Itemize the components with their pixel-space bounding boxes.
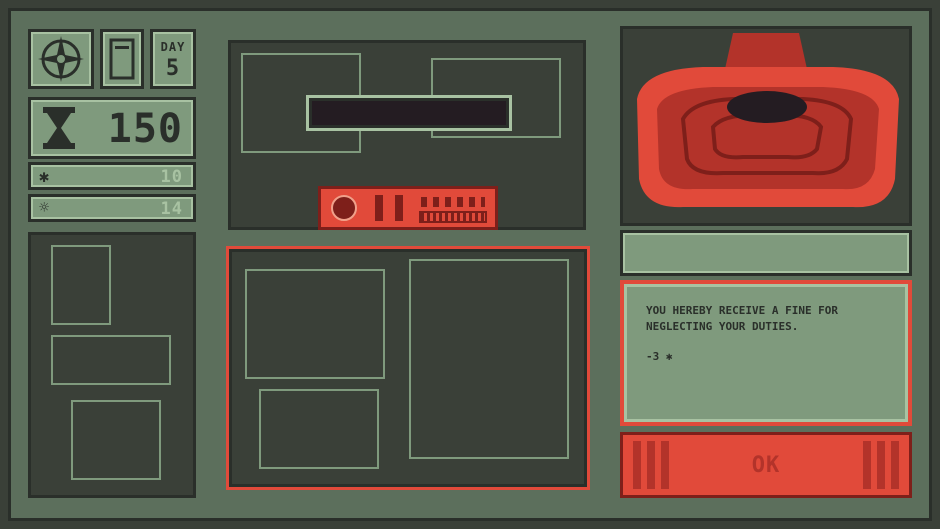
progress-bar [306, 95, 512, 131]
message-box: YOU HEREBY RECEIVE A FINE FOR NEGLECTING… [620, 280, 912, 426]
hourglass-icon [43, 107, 75, 149]
speaker-grille [419, 211, 487, 223]
message-fine: -3 ✱ [646, 350, 673, 363]
name-strip [620, 230, 912, 276]
message-line-1: YOU HEREBY RECEIVE A FINE FOR [646, 304, 839, 317]
time-counter: 150 [28, 97, 196, 159]
dial-knob[interactable] [331, 195, 357, 221]
message-line-2: NEGLECTING YOUR DUTIES. [646, 320, 799, 333]
progress-fill [312, 101, 506, 125]
compass-icon [38, 36, 84, 82]
control-unit [318, 186, 498, 230]
switch-2[interactable] [395, 195, 403, 221]
ok-label: OK [751, 452, 781, 478]
day-value: 5 [165, 56, 181, 81]
time-value: 150 [107, 106, 183, 152]
day-label: DAY [160, 40, 186, 54]
character-portrait [620, 26, 912, 226]
energy-icon: ☼ [39, 198, 50, 218]
switch-1[interactable] [375, 195, 383, 221]
credits-icon: ✱ [39, 167, 50, 187]
day-counter: DAY 5 [150, 29, 196, 89]
document-icon [109, 38, 135, 80]
side-map-panel [28, 232, 196, 498]
document-button[interactable] [100, 29, 144, 89]
character-head [637, 33, 899, 208]
compass-button[interactable] [28, 29, 94, 89]
energy-counter: ☼ 14 [28, 194, 196, 222]
indicator-lights [421, 197, 485, 207]
energy-value: 14 [160, 199, 183, 219]
credits-counter: ✱ 10 [28, 162, 196, 190]
main-map-panel[interactable] [226, 246, 590, 490]
ok-button[interactable]: OK [620, 432, 912, 498]
credits-value: 10 [160, 167, 183, 187]
